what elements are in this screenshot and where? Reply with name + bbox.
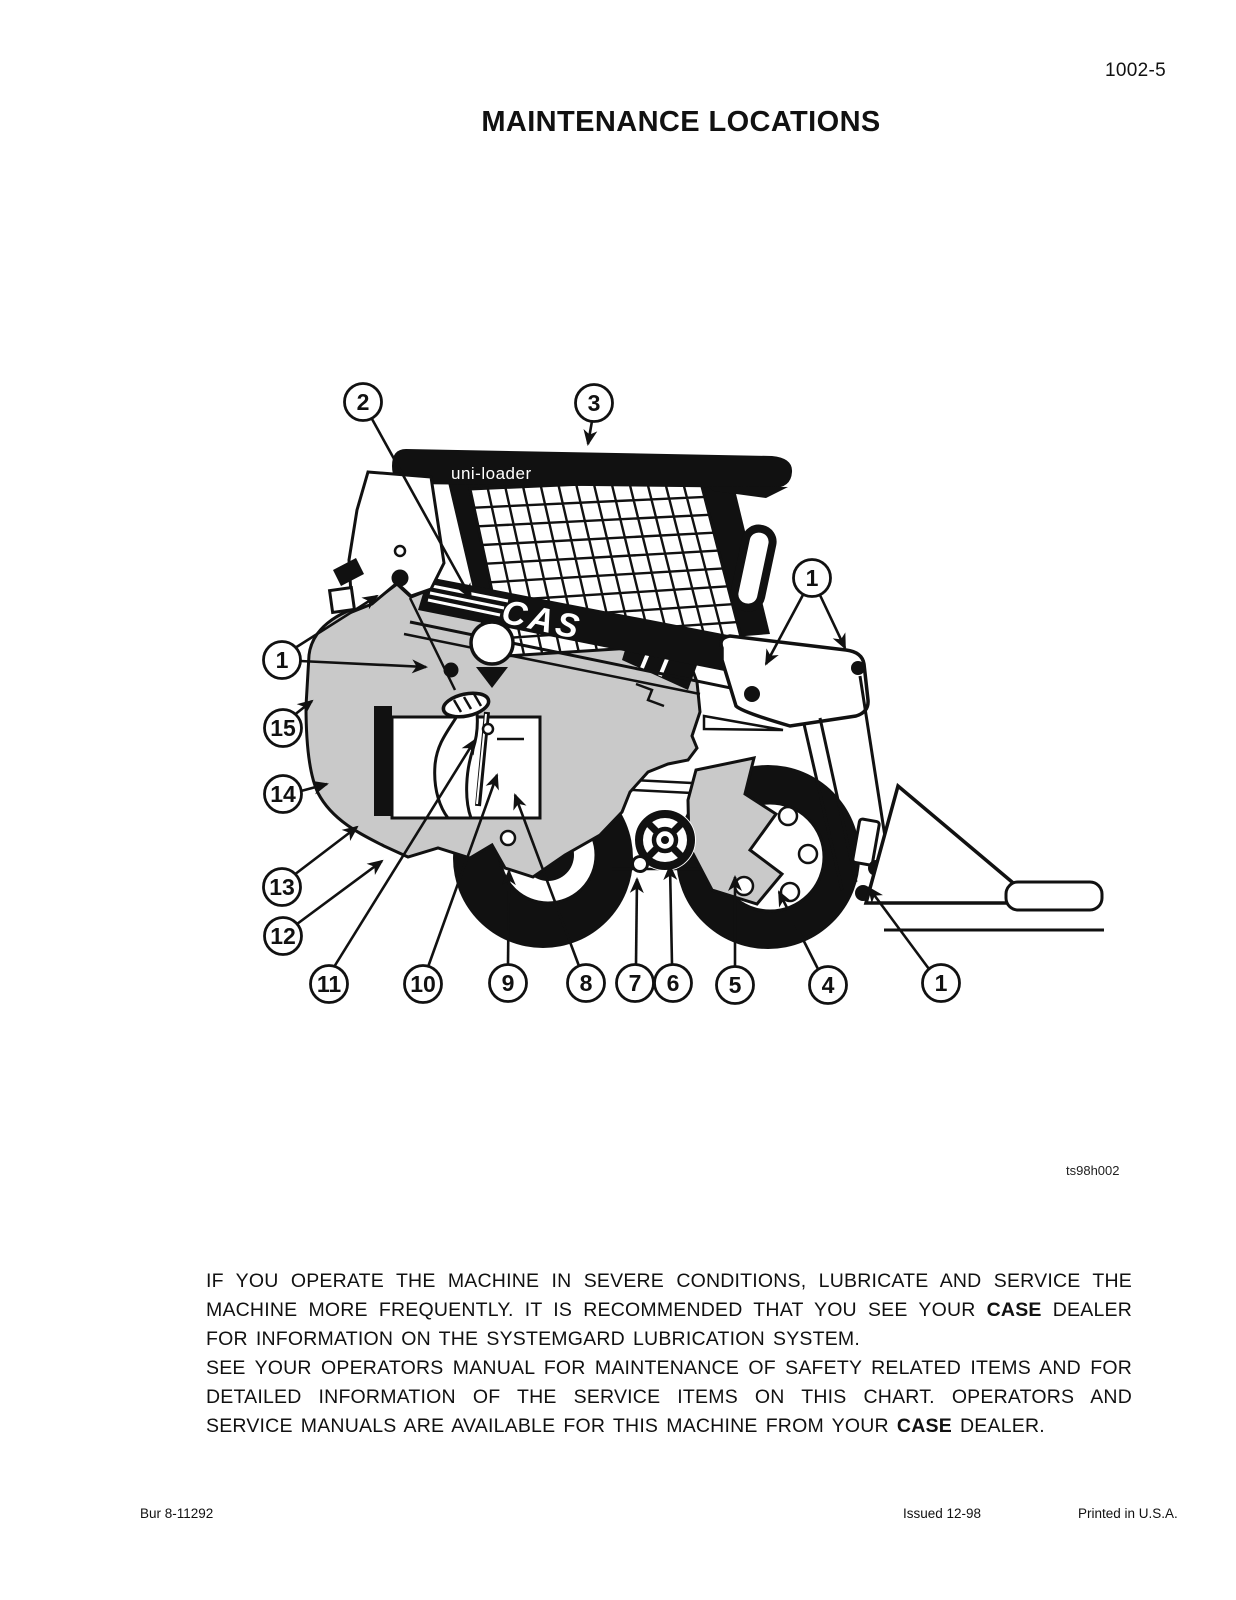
svg-text:1: 1: [806, 565, 819, 591]
footer-printed-in: Printed in U.S.A.: [1078, 1506, 1178, 1521]
figure-id: ts98h002: [1066, 1163, 1120, 1178]
skid-steer-illustration: uni-loader CAS: [304, 449, 1104, 949]
hub-bolts: [733, 805, 819, 903]
callout-1-boom: 1: [792, 558, 832, 598]
chassis-hole: [499, 829, 517, 847]
svg-text:3: 3: [588, 390, 601, 416]
rops-screen-grid: [473, 479, 738, 656]
svg-text:10: 10: [410, 971, 436, 997]
operators-manual-paragraph: SEE YOUR OPERATORS MANUAL FOR MAINTENANC…: [206, 1354, 1132, 1441]
lift-cylinder: [858, 675, 890, 857]
svg-text:8: 8: [580, 970, 593, 996]
latch-cap: [327, 585, 357, 615]
bucket-lip: [1004, 880, 1104, 912]
callout-7: 7: [615, 963, 655, 1003]
callout-6: 6: [653, 963, 693, 1003]
severe-conditions-paragraph: IF YOU OPERATE THE MACHINE IN SEVERE CON…: [206, 1267, 1132, 1354]
svg-text:9: 9: [502, 970, 515, 996]
paragraph-text: DEALER.: [951, 1414, 1045, 1437]
callout-10: 10: [403, 964, 443, 1004]
chain-case-plug: [631, 855, 649, 873]
callout-1-bucket: 1: [921, 963, 961, 1003]
latch-bracket: [333, 558, 364, 586]
callout-15: 15: [263, 708, 303, 748]
lift-cylinder: [818, 717, 858, 883]
cap-knurling: [452, 693, 483, 713]
radiator-slot: [374, 706, 392, 816]
svg-text:1: 1: [935, 970, 948, 996]
dipstick-ring: [481, 722, 495, 736]
grease-fitting: [443, 662, 459, 678]
boom-stripe: [427, 598, 501, 617]
sight-gauge: [469, 620, 515, 666]
cylinder-rod-end: [851, 817, 881, 867]
callout-11: 11: [309, 964, 349, 1004]
pivot-pin: [744, 686, 760, 702]
callout-2: 2: [343, 382, 383, 422]
paragraph-text: SEE YOUR OPERATORS MANUAL FOR MAINTENANC…: [206, 1356, 1132, 1437]
svg-text:11: 11: [317, 971, 342, 997]
callout-9: 9: [488, 963, 528, 1003]
svg-text:13: 13: [269, 874, 295, 900]
footer-issue-date: Issued 12-98: [903, 1506, 982, 1521]
callout-13: 13: [262, 867, 302, 907]
footer-document-code: Bur 8-11292: [140, 1506, 214, 1521]
callout-3: 3: [574, 383, 614, 423]
pivot-pin: [851, 661, 865, 675]
callout-4: 4: [808, 965, 848, 1005]
lift-cylinder: [802, 723, 844, 891]
svg-text:1: 1: [276, 647, 289, 673]
sight-gauge-funnel: [476, 667, 508, 688]
svg-text:6: 6: [667, 970, 680, 996]
canopy-roof-edge: [706, 486, 788, 498]
callouts: 2 3 1 1 15 14: [262, 382, 961, 1005]
paragraph-text: DEALER FOR INFORMATION ON THE SYSTEMGARD…: [206, 1298, 1132, 1350]
boom-pivot-plate: [719, 634, 870, 728]
grab-handle: [730, 524, 777, 612]
svg-text:2: 2: [357, 389, 370, 415]
svg-text:7: 7: [629, 970, 642, 996]
boom-lower-edge: [403, 632, 701, 696]
callout-12: 12: [263, 916, 303, 956]
svg-text:5: 5: [729, 972, 742, 998]
svg-text:15: 15: [270, 715, 296, 741]
svg-text:12: 12: [270, 923, 296, 949]
roof-decal-label: uni-loader: [451, 464, 532, 483]
door-sill: [702, 714, 784, 732]
brand-name: CASE: [896, 1414, 952, 1437]
callout-1-engine: 1: [262, 640, 302, 680]
canopy-roof: [392, 449, 793, 489]
brand-name: CASE: [986, 1298, 1042, 1321]
paragraph-text: IF YOU OPERATE THE MACHINE IN SEVERE CON…: [206, 1269, 1132, 1321]
callout-5: 5: [715, 965, 755, 1005]
callout-14: 14: [263, 774, 303, 814]
callout-8: 8: [566, 963, 606, 1003]
bucket: [863, 782, 1042, 905]
callout-leaders: [292, 418, 931, 972]
page-title: MAINTENANCE LOCATIONS: [481, 106, 881, 138]
page-number: 1002-5: [1105, 60, 1166, 81]
drive-sprocket: [634, 809, 696, 871]
front-step: [635, 682, 665, 708]
svg-text:4: 4: [822, 972, 835, 998]
svg-text:14: 14: [270, 781, 296, 807]
boom-stripe: [429, 591, 505, 610]
frame-hole: [393, 544, 407, 558]
grease-fitting: [391, 569, 409, 587]
